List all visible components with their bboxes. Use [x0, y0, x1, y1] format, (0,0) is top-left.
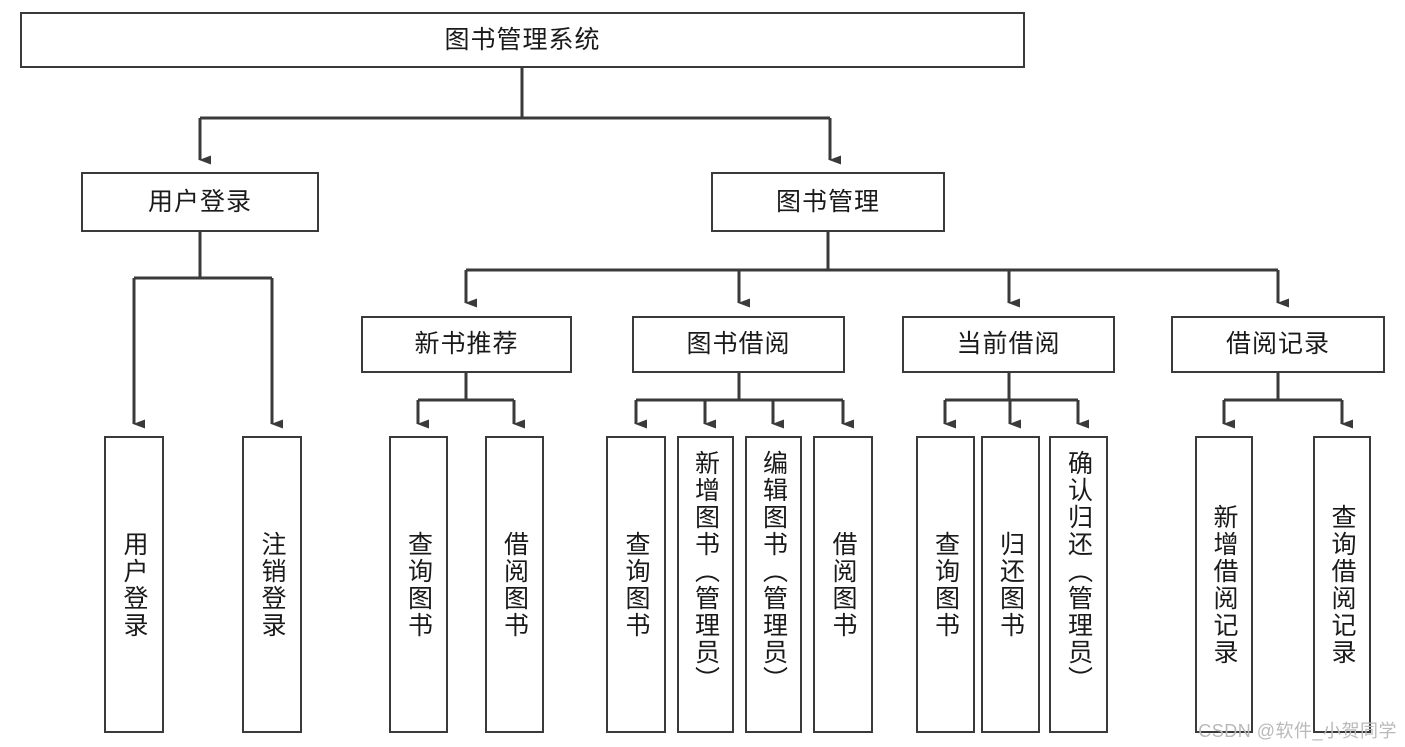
- node-book-borrow-label: 图书借阅: [686, 330, 791, 359]
- leaf-borrow-book-2[interactable]: 借阅图书: [813, 436, 873, 733]
- leaf-query-record-label: 查询借阅记录: [1328, 503, 1356, 666]
- node-current-borrow-label: 当前借阅: [956, 330, 1061, 359]
- leaf-logout-label: 注销登录: [258, 530, 286, 639]
- leaf-return-book[interactable]: 归还图书: [981, 436, 1040, 733]
- leaf-user-login-label: 用户登录: [120, 530, 148, 639]
- node-borrow-record[interactable]: 借阅记录: [1171, 316, 1385, 373]
- leaf-add-record-label: 新增借阅记录: [1210, 503, 1238, 666]
- leaf-query-book-2[interactable]: 查询图书: [606, 436, 666, 733]
- leaf-query-book-1-label: 查询图书: [404, 530, 433, 639]
- node-current-borrow[interactable]: 当前借阅: [902, 316, 1115, 373]
- leaf-query-book-2-label: 查询图书: [622, 530, 650, 639]
- node-new-book-rec[interactable]: 新书推荐: [361, 316, 572, 373]
- node-root[interactable]: 图书管理系统: [20, 12, 1025, 68]
- node-user-login[interactable]: 用户登录: [81, 172, 319, 232]
- leaf-borrow-book-2-label: 借阅图书: [829, 530, 857, 639]
- leaf-add-book-label: 新增图书（管理员）: [691, 450, 720, 693]
- leaf-confirm-return[interactable]: 确认归还（管理员）: [1049, 436, 1108, 733]
- node-root-label: 图书管理系统: [444, 25, 601, 54]
- leaf-add-record[interactable]: 新增借阅记录: [1195, 436, 1253, 733]
- leaf-edit-book-label: 编辑图书（管理员）: [759, 450, 788, 693]
- leaf-return-book-label: 归还图书: [996, 530, 1025, 639]
- leaf-query-book-3[interactable]: 查询图书: [916, 436, 975, 733]
- leaf-logout[interactable]: 注销登录: [242, 436, 302, 733]
- node-book-borrow[interactable]: 图书借阅: [632, 316, 845, 373]
- leaf-query-book-1[interactable]: 查询图书: [389, 436, 448, 733]
- node-book-manage[interactable]: 图书管理: [711, 172, 945, 232]
- leaf-add-book[interactable]: 新增图书（管理员）: [677, 436, 734, 733]
- leaf-edit-book[interactable]: 编辑图书（管理员）: [745, 436, 802, 733]
- node-user-login-label: 用户登录: [147, 187, 252, 216]
- node-new-book-rec-label: 新书推荐: [414, 330, 519, 359]
- node-borrow-record-label: 借阅记录: [1225, 330, 1330, 359]
- csdn-watermark: CSDN @软件_小贺同学: [1198, 721, 1397, 741]
- leaf-query-book-3-label: 查询图书: [931, 530, 960, 639]
- leaf-user-login[interactable]: 用户登录: [104, 436, 164, 733]
- leaf-confirm-return-label: 确认归还（管理员）: [1064, 450, 1093, 693]
- leaf-borrow-book-1[interactable]: 借阅图书: [485, 436, 544, 733]
- node-book-manage-label: 图书管理: [775, 187, 880, 216]
- leaf-borrow-book-1-label: 借阅图书: [500, 530, 529, 639]
- leaf-query-record[interactable]: 查询借阅记录: [1313, 436, 1371, 733]
